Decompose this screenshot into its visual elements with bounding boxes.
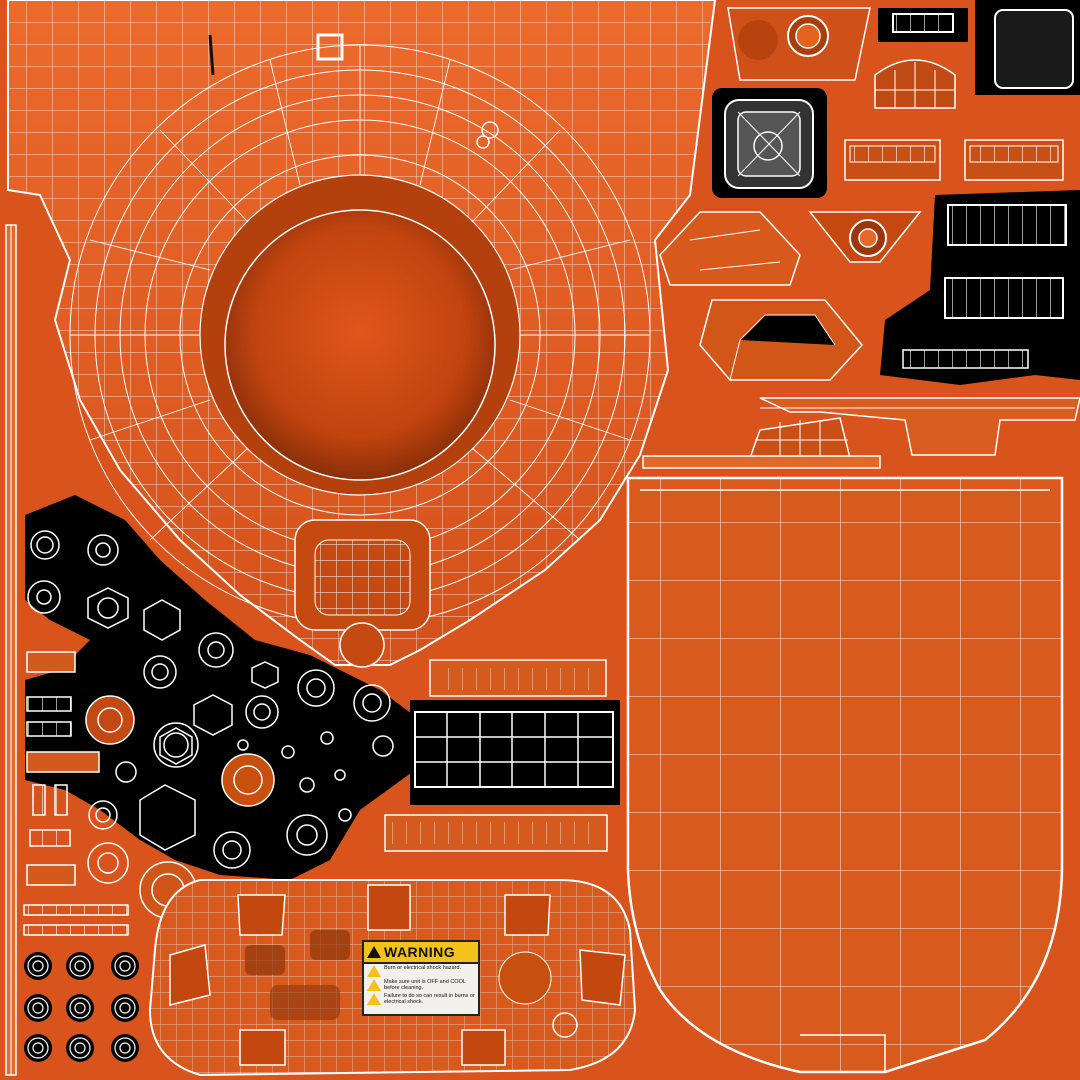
electrical-hazard-icon (367, 965, 381, 977)
uv-shell-handle-strip (642, 397, 1080, 469)
uv-shell-fastener-cluster (25, 495, 420, 919)
warning-label-line: Failure to do so can result in burns or … (364, 992, 478, 1006)
uv-shell-upper-housing (7, 0, 717, 668)
shock-hazard-icon (367, 993, 381, 1005)
uv-shell-side-panel (626, 476, 1064, 1074)
uv-shell-button-grid (24, 952, 139, 1062)
warning-label: WARNING Burn or electrical shock hazard.… (362, 940, 480, 1016)
warning-label-text: Burn or electrical shock hazard. (384, 965, 462, 971)
warning-label-line: Burn or electrical shock hazard. (364, 964, 478, 978)
hot-surface-icon (367, 979, 381, 991)
uv-shell-small-parts-top (659, 0, 1080, 385)
warning-label-text: Failure to do so can result in burns or … (384, 993, 475, 1005)
uv-cup-recess (224, 209, 496, 481)
warning-label-text: Make sure unit is OFF and COOL before cl… (384, 979, 466, 991)
uv-shell-small-blocks-left (23, 651, 129, 936)
warning-label-header: WARNING (364, 942, 478, 964)
warning-label-title: WARNING (384, 944, 456, 960)
uv-shell-vent-grille (384, 659, 620, 852)
warning-triangle-icon (367, 946, 381, 958)
warning-label-line: Make sure unit is OFF and COOL before cl… (364, 978, 478, 992)
